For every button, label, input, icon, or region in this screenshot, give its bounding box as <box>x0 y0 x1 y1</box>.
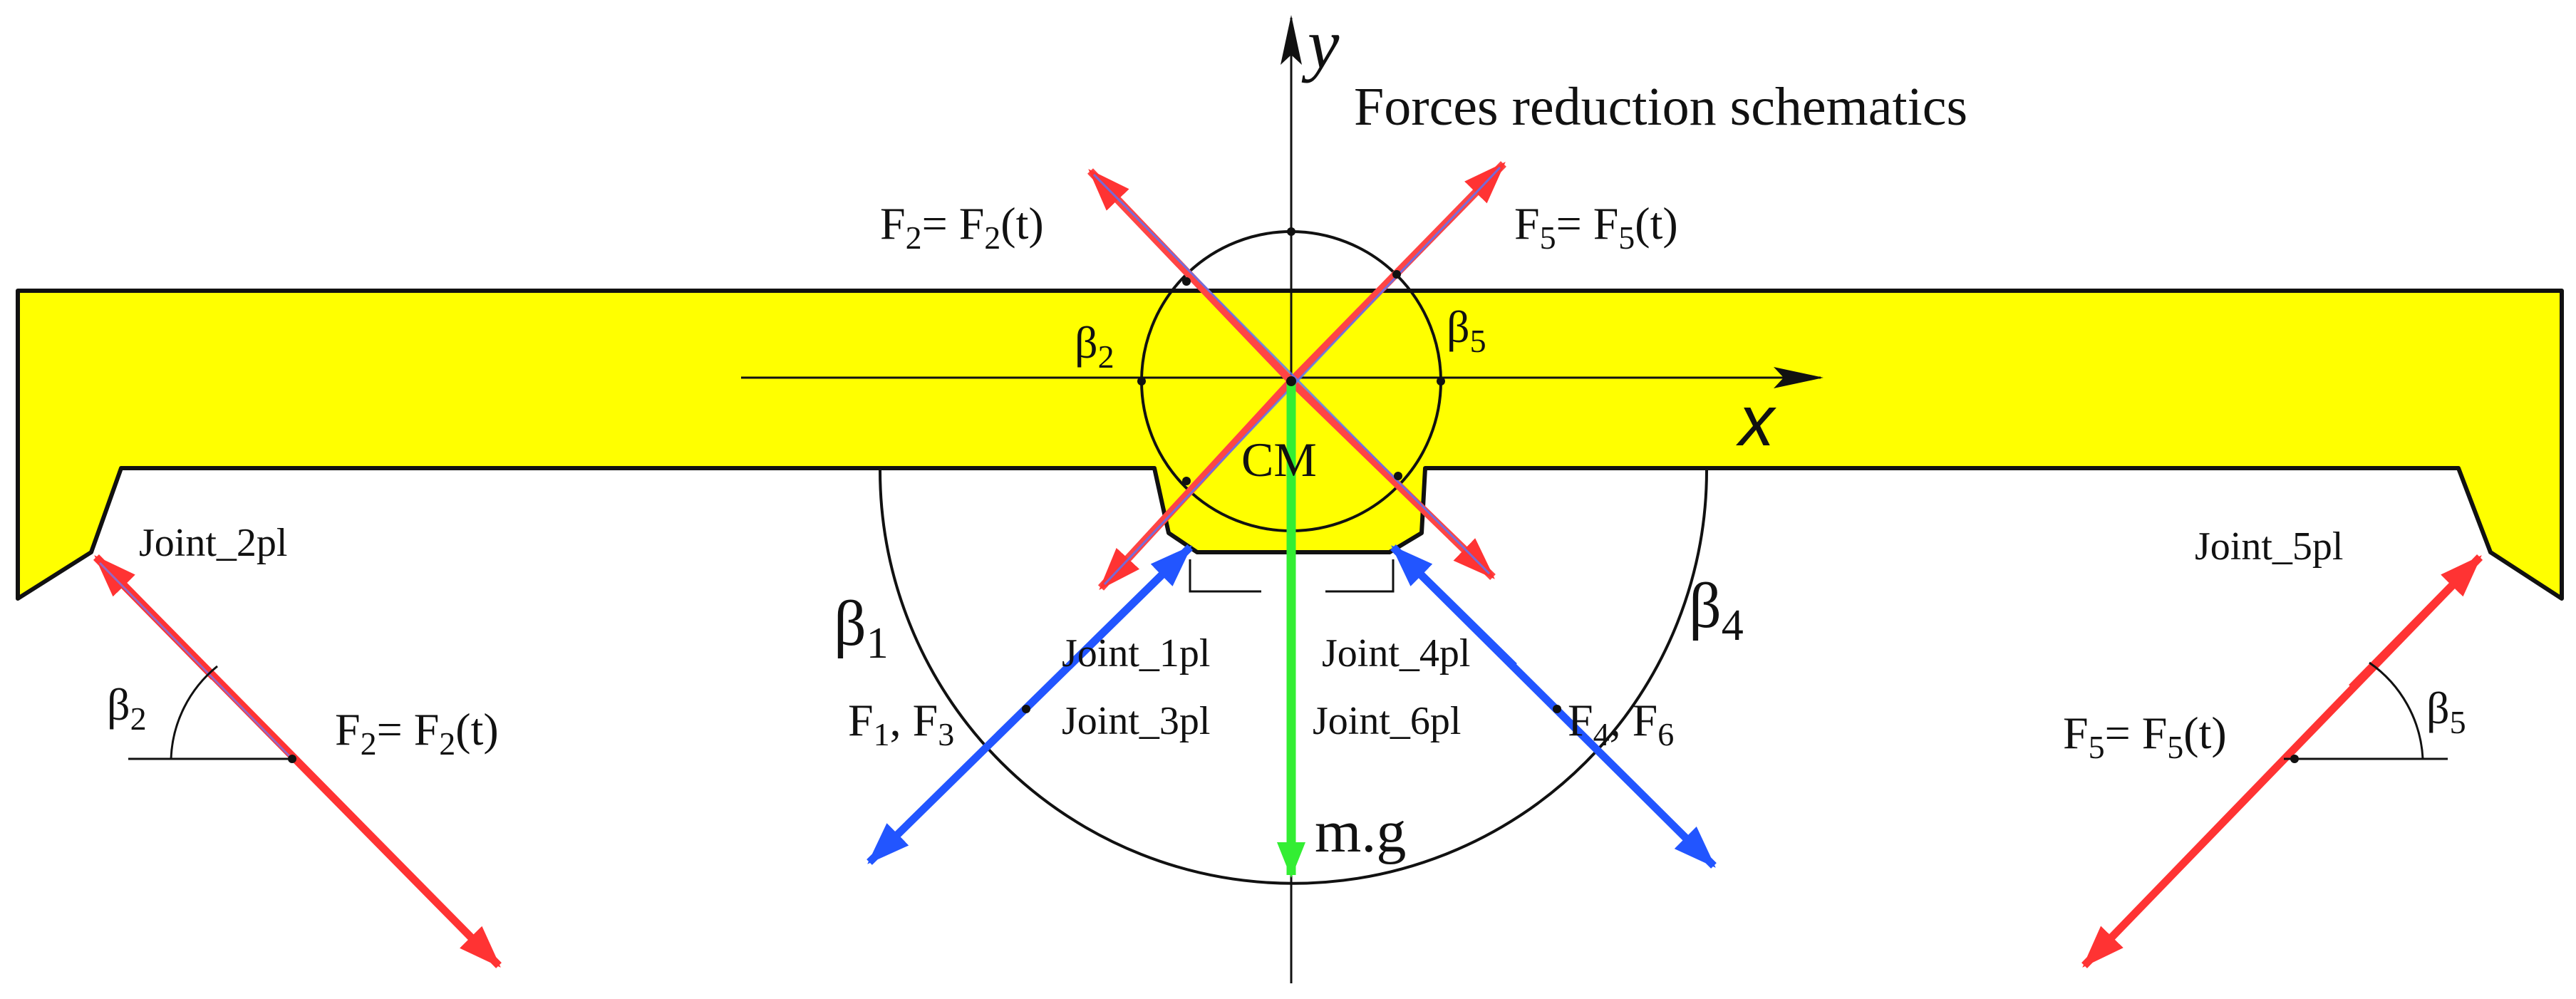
force-f1-f3-label: F1, F3 <box>848 695 954 752</box>
center-mass-label: CM <box>1241 433 1317 487</box>
force-f2-left-label: F2= F2(t) <box>335 704 499 762</box>
force-f4-f6-label: F4, F6 <box>1568 695 1674 752</box>
beta2-left-arc <box>170 665 218 760</box>
weight-label: m.g <box>1315 799 1406 865</box>
beta5-right-label: β5 <box>2426 683 2466 740</box>
joint-2pl-label: Joint_2pl <box>139 521 287 565</box>
joint-bracket-right <box>1325 559 1395 593</box>
force-f1-f3-head-up <box>1066 544 1193 669</box>
force-f5-top-label: F5= F5(t) <box>1514 198 1678 256</box>
beta4-label: β4 <box>1689 571 1744 650</box>
joint-1pl-label: Joint_1pl <box>1062 631 1210 676</box>
joint-3pl-label: Joint_3pl <box>1062 699 1210 743</box>
force-f5-right-label: F5= F5(t) <box>2063 708 2227 765</box>
joint-5pl-label: Joint_5pl <box>2195 524 2343 569</box>
diagram-title: Forces reduction schematics <box>1354 77 1967 137</box>
beta1-label: β1 <box>834 589 889 668</box>
joint-4pl-label: Joint_4pl <box>1322 631 1470 676</box>
joint-bracket-left <box>1189 559 1261 593</box>
force-f2-left-head <box>93 554 217 680</box>
x-axis-label: x <box>1736 381 1776 461</box>
joint-6pl-label: Joint_6pl <box>1313 699 1461 743</box>
beta2-center-label: β2 <box>1075 317 1114 375</box>
force-f4-f6-head-up <box>1390 544 1517 669</box>
beta5-center-label: β5 <box>1447 301 1486 359</box>
y-axis-label: y <box>1301 4 1340 83</box>
force-f5-right-head <box>2349 554 2483 690</box>
force-f2-top-label: F2= F2(t) <box>880 198 1044 256</box>
beta5-right-arc <box>2369 661 2424 760</box>
lower-angle-arc <box>879 470 1708 885</box>
beta2-left-label: β2 <box>107 679 147 737</box>
